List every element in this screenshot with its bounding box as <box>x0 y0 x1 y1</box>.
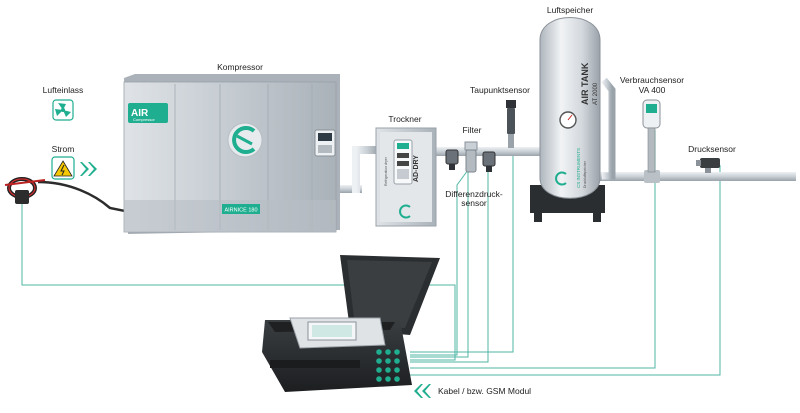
dryer: AD-DRY Refrigeration dryer <box>375 127 437 227</box>
tank-maker-sub: Druckluftspeicher <box>583 160 587 188</box>
pressure-sensor <box>696 158 720 173</box>
label-differenzdruck-2: sensor <box>461 198 487 208</box>
label-kabel: Kabel / bzw. GSM Modul <box>438 386 531 396</box>
current-clamp <box>4 177 131 214</box>
dryer-sub: Refrigeration dryer <box>384 156 388 186</box>
label-luftspeicher: Luftspeicher <box>547 5 593 15</box>
label-strom: Strom <box>52 144 75 154</box>
flow-sensor <box>642 99 661 173</box>
tank-maker: CS INSTRUMENTS <box>576 148 581 188</box>
air-inlet-icon <box>52 99 74 121</box>
label-drucksensor: Drucksensor <box>688 144 736 154</box>
compressor-plate-text: AIRNICE 180 <box>224 208 257 214</box>
compressor-plate <box>222 204 260 214</box>
label-differenzdruck-1: Differenzdruck- <box>445 189 503 199</box>
label-lufteinlass: Lufteinlass <box>43 85 84 95</box>
data-logger-case <box>262 255 440 392</box>
measurement-cables <box>21 110 721 376</box>
compressor-badge <box>128 103 168 123</box>
compressor-badge-sub: Compressor <box>133 117 155 122</box>
tank-brand: AIR TANK <box>580 62 590 105</box>
label-verbrauchsensor-1: Verbrauchsensor <box>620 75 684 85</box>
dryer-brand: AD-DRY <box>413 155 420 182</box>
tank-model: AT 2000 <box>593 82 599 105</box>
label-verbrauchsensor-2: VA 400 <box>639 85 666 95</box>
air-tank: AIR TANK AT 2000 CS INSTRUMENTS Druckluf… <box>530 17 605 222</box>
back-arrows-icon <box>414 384 431 398</box>
compressor-badge-brand: AIR <box>131 108 149 119</box>
compressor: AIR Compressor AIRNICE 180 <box>123 74 340 234</box>
label-trockner: Trockner <box>388 114 421 124</box>
pressure-gauge-icon <box>559 111 577 129</box>
cs-logo-icon <box>227 122 263 158</box>
label-kompressor: Kompressor <box>217 62 263 72</box>
label-filter: Filter <box>463 125 482 135</box>
power-source-icon <box>51 156 75 180</box>
filter <box>464 141 478 173</box>
dew-point-sensor <box>506 100 516 148</box>
differential-pressure-sensor <box>445 149 496 172</box>
logger-connectors <box>376 349 400 382</box>
label-taupunktsensor: Taupunktsensor <box>470 85 530 95</box>
flow-arrows-power-icon <box>80 162 97 176</box>
